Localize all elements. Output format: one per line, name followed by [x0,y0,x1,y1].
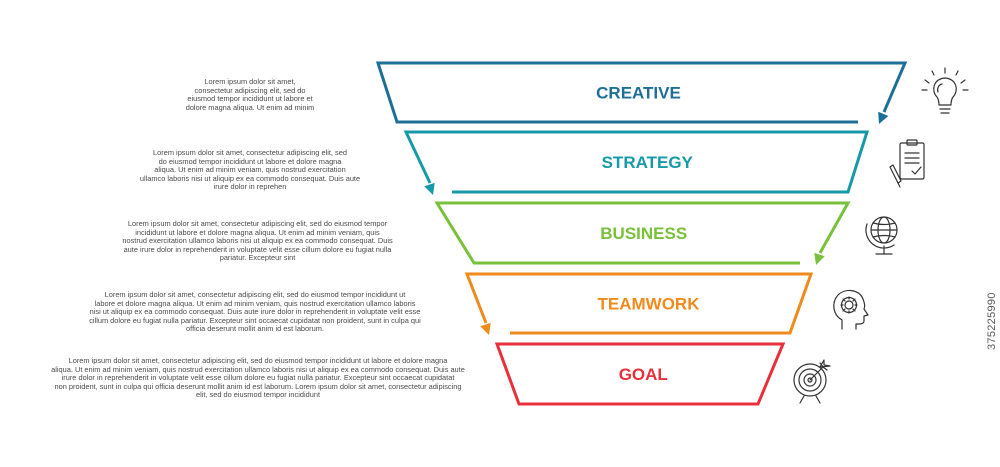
globe-icon [865,216,898,255]
arrow-head [424,182,435,195]
stage-label: BUSINESS [600,224,687,243]
stock-image-id: 375225990 [986,292,998,350]
arrow-head [878,111,889,124]
funnel-stage-business: BUSINESS [434,201,851,265]
arrow-head [814,252,825,265]
stage-description: Lorem ipsum dolor sit amet, consectetur … [185,77,315,112]
stage-description: Lorem ipsum dolor sit amet, consectetur … [51,356,465,400]
document-pen-icon [889,139,925,188]
stage-label: TEAMWORK [598,295,701,314]
stage-outline [375,61,908,124]
stage-description: Lorem ipsum dolor sit amet, consectetur … [139,148,361,192]
funnel-stage-teamwork: TEAMWORK [464,272,814,335]
lightbulb-icon [921,67,969,114]
stage-outline [494,342,786,406]
stage-outline [403,130,870,194]
stage-outline [434,201,851,265]
funnel-stage-goal: GOAL [494,342,786,406]
stage-outline [464,272,814,335]
funnel-stage-creative: CREATIVE [375,61,908,124]
target-icon [793,359,831,404]
funnel-stage-strategy: STRATEGY [403,130,870,194]
stage-description: Lorem ipsum dolor sit amet, consectetur … [89,290,421,334]
stage-label: GOAL [619,365,668,384]
stage-label: CREATIVE [596,84,681,103]
stage-description: Lorem ipsum dolor sit amet, consectetur … [122,219,393,263]
head-gear-icon [833,289,869,330]
arrow-head [480,322,491,335]
stage-label: STRATEGY [602,153,694,172]
